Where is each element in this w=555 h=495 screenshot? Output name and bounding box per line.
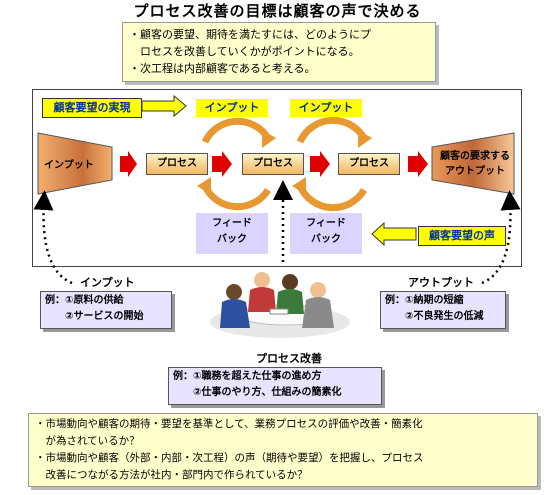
dotted-arrow-input (33, 190, 73, 285)
bottom-note-line: ・市場動向や顧客の期待・要望を基準として、業務プロセスの評価や改善・簡素化 (35, 418, 423, 430)
input-label-top-2: インプット (290, 99, 362, 117)
feedback-line: フィード (306, 218, 346, 229)
right-group-title: アウトプット (408, 276, 474, 289)
input-block-label: インプット (44, 160, 94, 171)
meeting-people-illustration (210, 272, 350, 338)
feedback-line: フィード (212, 218, 252, 229)
process-box-1: プロセス (146, 153, 208, 175)
input-block-shape (37, 132, 113, 195)
example-line: ②サービスの開始 (45, 311, 144, 322)
page-title: プロセス改善の目標は顧客の声で決める (133, 2, 422, 20)
output-block-label: 顧客の要求する アウトプット (432, 149, 518, 179)
top-note-line: ・顧客の要望、期待を満たすには、どのようにプ (129, 28, 371, 41)
center-example-box: 例：①職務を超えた仕事の進め方 ②仕事のやり方、仕組みの簡素化 (168, 367, 382, 405)
input-label-top-1: インプット (196, 99, 268, 117)
loop-arrowhead (262, 130, 276, 148)
example-line: 例：①職務を超えた仕事の進め方 (173, 371, 322, 382)
example-line: ②不良発生の低減 (385, 311, 484, 322)
feedback-line: バック (217, 234, 247, 245)
bottom-note-line: ・市場動向や顧客（外部・内部・次工程）の声（期待や要望）を把握し、プロセス (35, 452, 424, 464)
red-arrow (120, 151, 137, 177)
output-label-line: アウトプット (445, 166, 505, 177)
customer-voice-label: 顧客要望の声 (418, 226, 506, 246)
red-arrow (408, 151, 428, 177)
center-group-title: プロセス改善 (256, 352, 322, 365)
customer-request-label: 顧客要望の実現 (42, 98, 142, 118)
red-arrow (212, 151, 232, 177)
example-line: ②仕事のやり方、仕組みの簡素化 (173, 387, 342, 398)
bottom-note-line: 改善につながる方法が社内・部門内で作られているか？ (35, 469, 308, 481)
process-box-2: プロセス (242, 153, 304, 175)
red-arrow (310, 151, 330, 177)
output-label-line: 顧客の要求する (440, 151, 510, 162)
request-arrow (141, 94, 187, 118)
top-note-line: ・次工程は内部顧客であると考える。 (129, 62, 316, 75)
process-box-3: プロセス (338, 153, 400, 175)
bottom-note: ・市場動向や顧客の期待・要望を基準として、業務プロセスの評価や改善・簡素化 が為… (28, 413, 538, 487)
dotted-arrow-output (481, 190, 521, 285)
loop-arrowhead (292, 177, 306, 195)
voice-arrow (371, 221, 417, 247)
feedback-line: バック (311, 234, 341, 245)
feedback-box-2: フィード バック (290, 213, 362, 254)
top-note-line: ロセスを改善していくかがポイントになる。 (129, 45, 360, 58)
top-note: ・顧客の要望、期待を満たすには、どのようにプ ロセスを改善していくかがポイントに… (122, 22, 436, 82)
loop-arrowhead (197, 177, 211, 195)
left-example-box: 例：①原料の供給 ②サービスの開始 (40, 291, 172, 329)
feedback-box-1: フィード バック (196, 213, 268, 254)
right-example-box: 例：①納期の短縮 ②不良発生の低減 (380, 291, 506, 329)
example-line: 例：①原料の供給 (45, 295, 124, 306)
loop-arrowhead (358, 130, 372, 148)
bottom-note-line: が為されているか？ (35, 435, 140, 447)
example-line: 例：①納期の短縮 (385, 295, 464, 306)
left-group-title: インプット (80, 276, 135, 289)
